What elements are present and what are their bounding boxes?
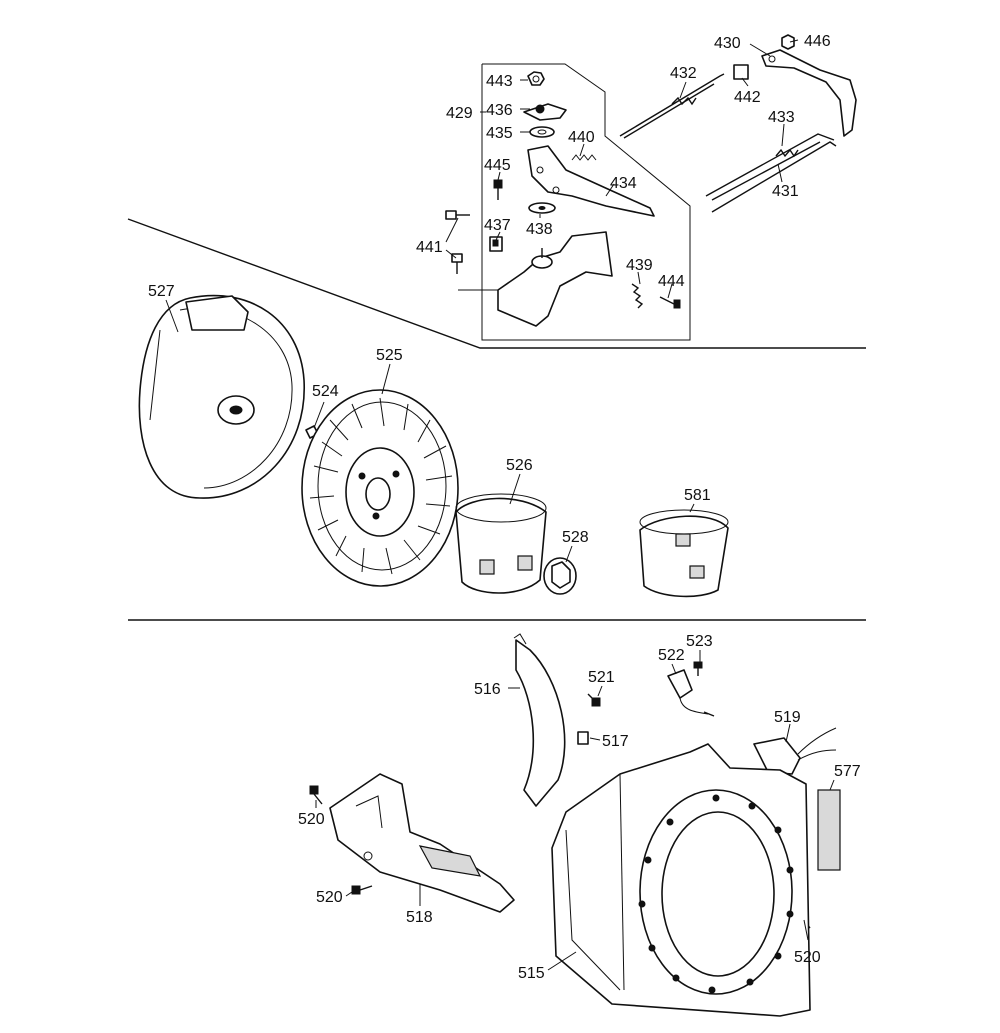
part-430-throttle-lever: [761, 49, 857, 137]
label-439: 439: [626, 257, 653, 274]
label-519: 519: [774, 709, 801, 726]
part-581-screen: [639, 509, 729, 598]
part-441-bolts: [445, 210, 470, 274]
part-577-label: [817, 789, 841, 871]
part-433-rod-spring: [705, 133, 835, 201]
label-437: 437: [484, 217, 511, 234]
label-515: 515: [518, 965, 545, 982]
label-523: 523: [686, 633, 713, 650]
label-524: 524: [312, 383, 339, 400]
label-438: 438: [526, 221, 553, 238]
part-525-flywheel: [301, 389, 459, 587]
label-581: 581: [684, 487, 711, 504]
part-442-block: [733, 64, 749, 80]
label-527: 527: [148, 283, 175, 300]
label-577: 577: [834, 763, 861, 780]
label-430: 430: [714, 35, 741, 52]
part-521-screw: [587, 693, 601, 707]
governor-linkage-group: [445, 63, 691, 341]
label-436: 436: [486, 102, 513, 119]
part-435-washer: [529, 126, 555, 138]
label-443: 443: [486, 73, 513, 90]
part-440-spring: [571, 154, 597, 161]
label-446: 446: [804, 33, 831, 50]
housing-bolt-holes: [638, 794, 794, 994]
label-522: 522: [658, 647, 685, 664]
label-517: 517: [602, 733, 629, 750]
part-432-rod-spring: [619, 73, 725, 139]
part-444-screw: [659, 296, 681, 309]
label-442: 442: [734, 89, 761, 106]
part-519-switch-unit: [753, 727, 837, 775]
label-445: 445: [484, 157, 511, 174]
label-528: 528: [562, 529, 589, 546]
part-516-baffle: [513, 633, 566, 807]
part-515-blower-housing: [551, 743, 811, 1017]
part-522-switch: [667, 669, 715, 717]
part-431-rod: [711, 141, 837, 213]
section-dividers: [127, 218, 866, 621]
leader-lines: [165, 39, 835, 971]
part-436-washer-plate: [523, 103, 567, 121]
label-432: 432: [670, 65, 697, 82]
label-525: 525: [376, 347, 403, 364]
label-429: 429: [446, 105, 473, 122]
label-431: 431: [772, 183, 799, 200]
throttle-linkage-group: [619, 34, 857, 213]
label-444: 444: [658, 273, 685, 290]
label-441: 441: [416, 239, 443, 256]
part-527-flywheel-cover: [138, 294, 305, 499]
label-433: 433: [768, 109, 795, 126]
part-439-spring: [631, 283, 644, 309]
part-517-clip: [577, 731, 589, 745]
label-516: 516: [474, 681, 501, 698]
part-518-shroud: [329, 773, 515, 913]
label-434: 434: [610, 175, 637, 192]
label-526: 526: [506, 457, 533, 474]
label-518: 518: [406, 909, 433, 926]
label-435: 435: [486, 125, 513, 142]
label-440: 440: [568, 129, 595, 146]
label-520-left-upper: 520: [298, 811, 325, 828]
part-labels: 430 446 432 442 443 429 436 435 440 433 …: [148, 33, 861, 982]
part-526-screen-cup: [455, 493, 547, 594]
part-434-governor-lever: [527, 145, 655, 217]
label-520-left-lower: 520: [316, 889, 343, 906]
part-446-nut: [781, 34, 795, 50]
part-437-clip: [489, 236, 503, 252]
governor-bracket: [458, 231, 613, 327]
label-521: 521: [588, 669, 615, 686]
part-523-screw: [693, 661, 703, 676]
part-528-nut: [543, 557, 577, 595]
part-445-bolt: [493, 179, 503, 200]
label-520-right: 520: [794, 949, 821, 966]
part-443-nut: [527, 71, 545, 86]
part-438-washer: [528, 202, 556, 214]
